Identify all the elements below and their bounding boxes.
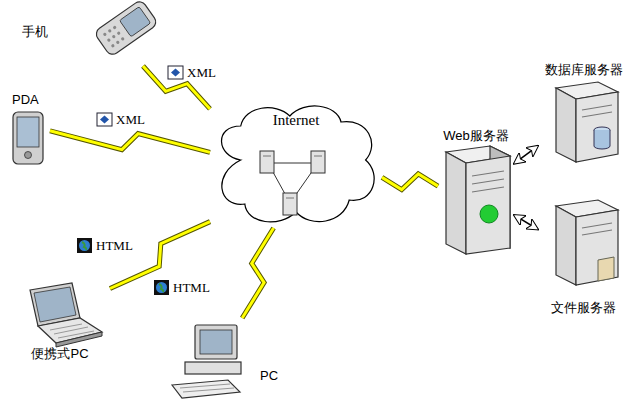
data-arrow [514, 215, 538, 230]
database-server-node: 数据库服务器 [538, 60, 629, 164]
web-server-node: Web服务器 [438, 126, 514, 258]
edge-label: XML [114, 112, 147, 127]
database-server-icon [556, 82, 618, 162]
node-label: Web服务器 [438, 128, 514, 144]
edge-label: XML [185, 65, 218, 80]
pc-node: PC [170, 318, 285, 402]
phone-icon [94, 0, 159, 57]
xml-doc-icon [97, 113, 112, 126]
xml-doc-icon [168, 66, 183, 79]
wireless-link [50, 131, 210, 153]
pda-node: PDA [8, 90, 50, 166]
wireless-link [110, 222, 210, 289]
laptop-icon [30, 283, 102, 347]
laptop-node: 便携式PC [10, 278, 110, 366]
file-server-icon [556, 200, 618, 285]
node-label: Internet [210, 112, 382, 128]
internet-cloud: Internet [210, 100, 382, 228]
edge-label: HTML [171, 280, 212, 295]
wireless-link [242, 228, 273, 318]
node-label: PDA [12, 92, 39, 108]
wireless-link [382, 174, 438, 190]
node-label: 便携式PC [10, 346, 110, 362]
pc-icon [172, 325, 241, 398]
file-server-node: 文件服务器 [538, 194, 629, 320]
edge-label: HTML [94, 238, 135, 253]
node-label: PC [260, 368, 278, 384]
node-label: 数据库服务器 [538, 62, 629, 78]
web-server-icon [446, 146, 510, 254]
html-globe-icon [154, 280, 169, 295]
data-arrow [514, 146, 538, 164]
html-globe-icon [77, 238, 92, 253]
phone-node: 手机 [18, 2, 168, 66]
node-label: 手机 [22, 24, 48, 40]
node-label: 文件服务器 [538, 300, 629, 316]
pda-icon [13, 112, 43, 164]
